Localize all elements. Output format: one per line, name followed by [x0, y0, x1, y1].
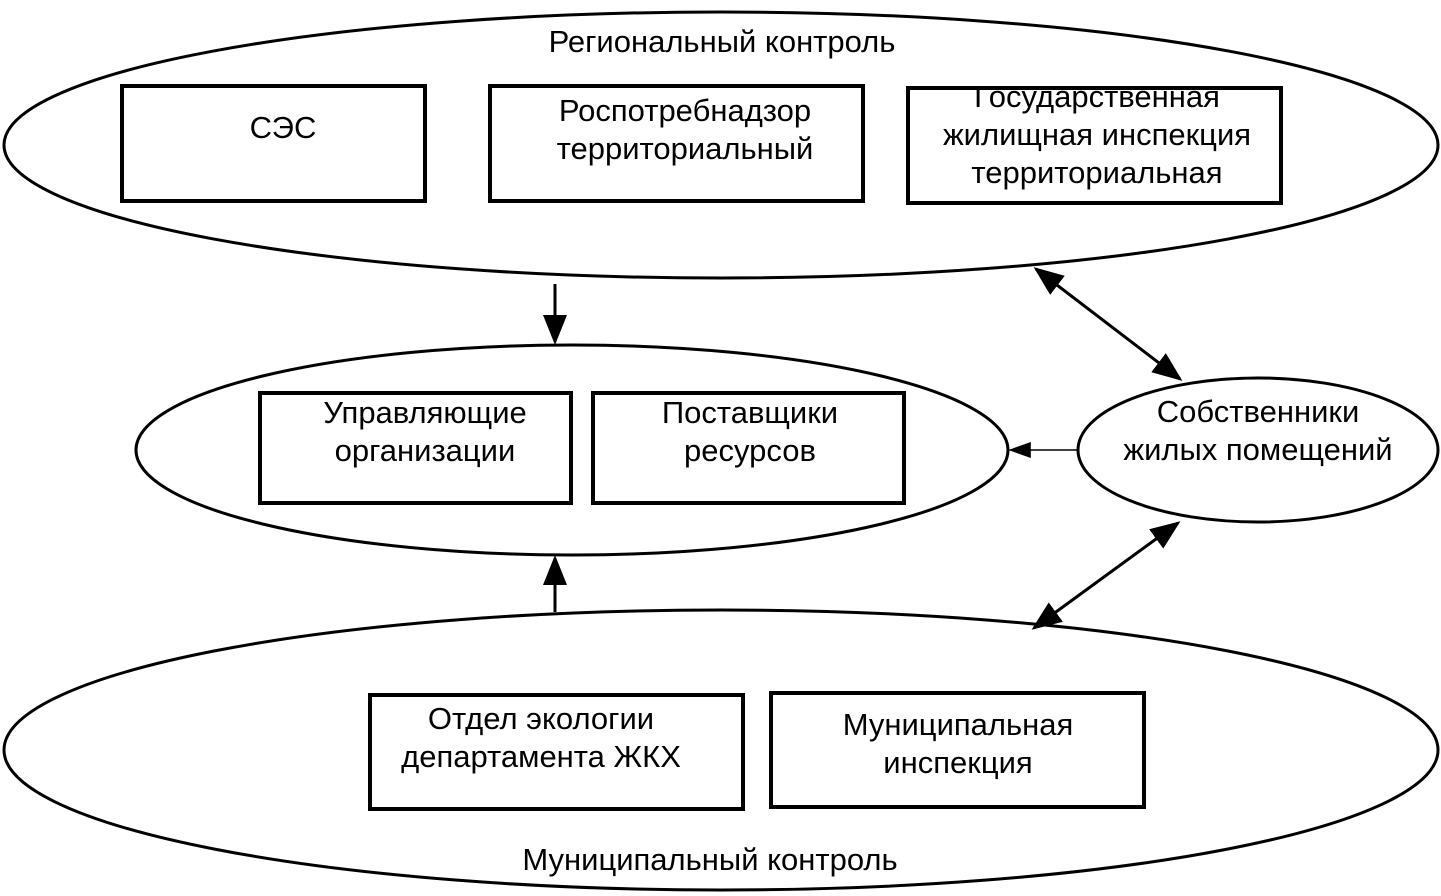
ses-label-line-1: СЭС — [250, 110, 317, 145]
rospotrebnadzor-label-line-2: территориальный — [557, 131, 814, 166]
gzhi-label-line-2: жилищная инспекция — [943, 117, 1251, 152]
arrow-owners-municipal-bidirectional — [1031, 521, 1181, 630]
owners-label-line-1: Собственники — [1157, 394, 1360, 429]
ses-box — [120, 84, 427, 203]
resource-suppliers-label-line-2: ресурсов — [684, 433, 816, 468]
ecology-department-box — [368, 693, 745, 811]
managing-organizations-label-line-2: организации — [335, 433, 516, 468]
municipal-inspection-label-line-1: Муниципальная — [843, 707, 1074, 742]
managing-organizations-label-line-1: Управляющие — [323, 395, 527, 430]
rospotrebnadzor-label-line-1: Роспотребнадзор — [559, 93, 811, 128]
municipal-inspection-label-line-2: инспекция — [883, 745, 1032, 780]
resource-suppliers-box — [591, 391, 906, 505]
regional-control-title: Региональный контроль — [549, 24, 896, 59]
gzhi-box — [906, 86, 1283, 205]
gzhi-label-line-3: территориальная — [971, 155, 1222, 190]
ecology-department-label-line-1: Отдел экологии — [428, 701, 654, 736]
managing-organizations-box — [258, 391, 573, 505]
resource-suppliers-label-line-1: Поставщики — [662, 395, 838, 430]
owners-label-line-2: жилых помещений — [1123, 432, 1392, 467]
arrow-regional-owners-bidirectional — [1033, 267, 1183, 381]
ses-label: СЭС — [250, 110, 317, 145]
gzhi-label-line-1: Государственная — [974, 79, 1220, 114]
municipal-control-title: Муниципальный контроль — [522, 842, 897, 877]
municipal-inspection-box — [769, 691, 1146, 809]
ecology-department-label-line-2: департамента ЖКХ — [401, 739, 681, 774]
rospotrebnadzor-box — [488, 84, 865, 203]
